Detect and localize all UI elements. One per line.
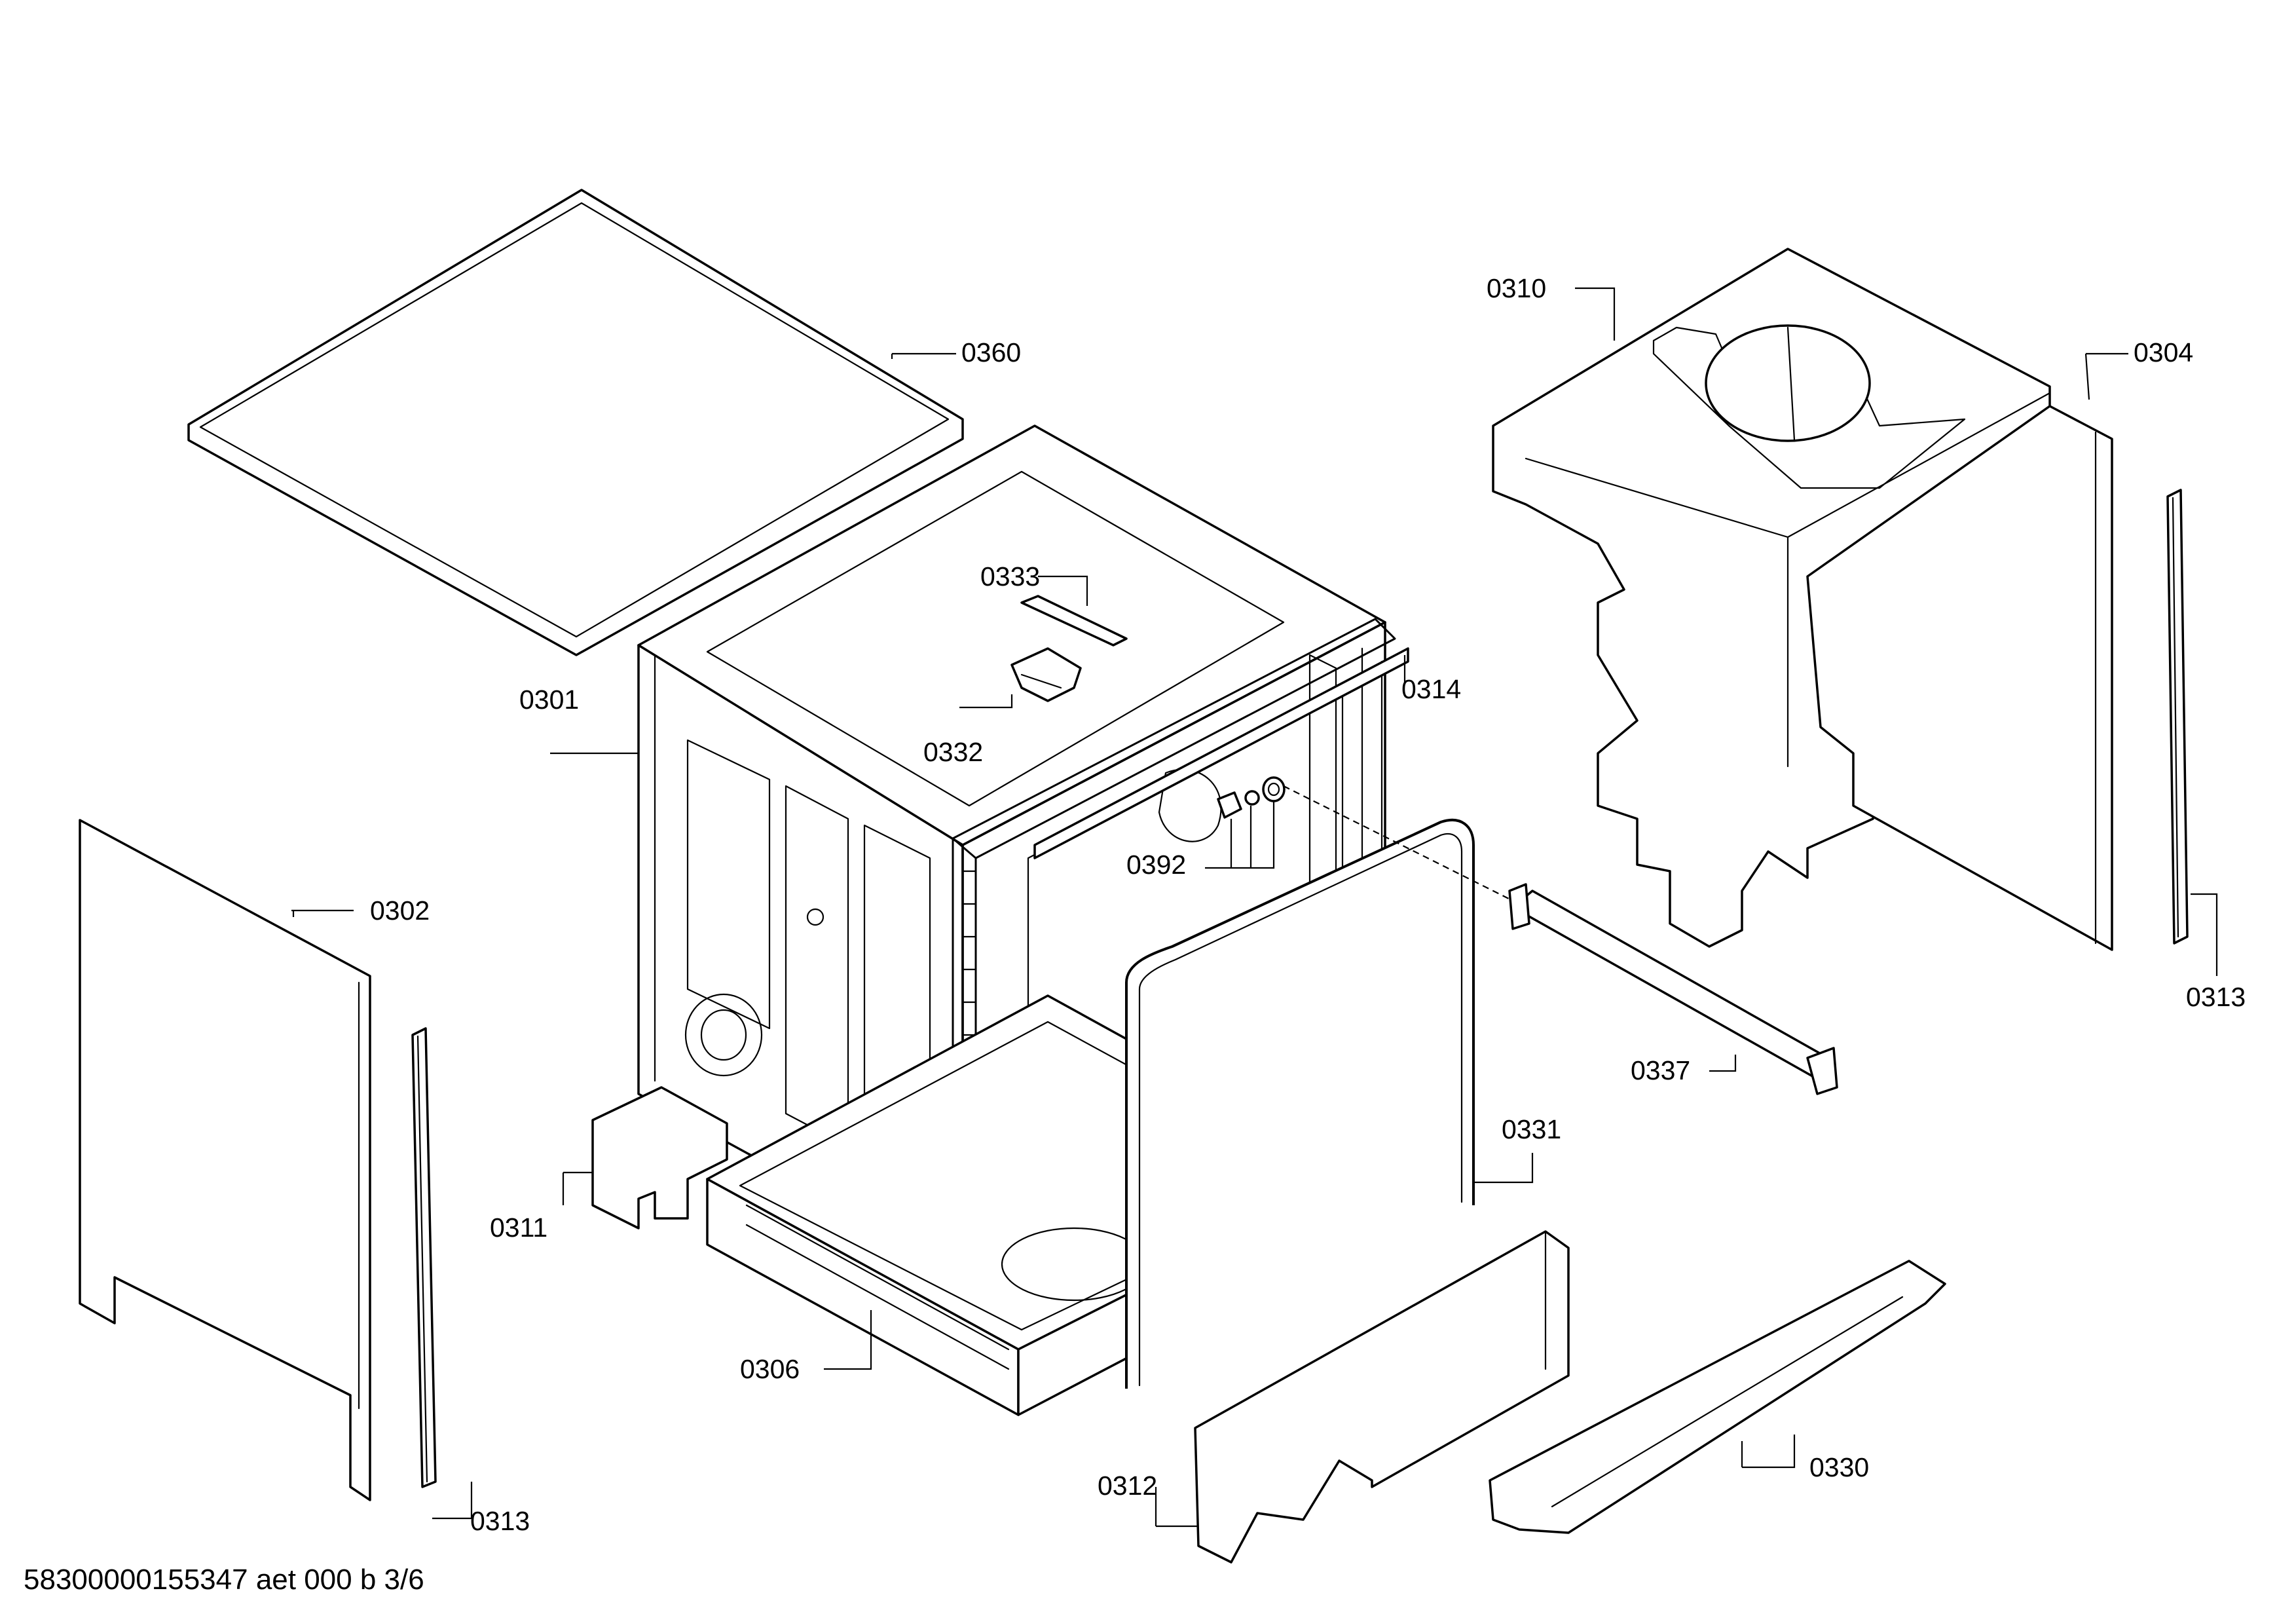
- label-0337: 0337: [1631, 1055, 1690, 1085]
- label-0392: 0392: [1126, 850, 1186, 880]
- part-0304-back-panel[interactable]: [1806, 405, 2113, 951]
- label-0313-left: 0313: [470, 1506, 530, 1536]
- part-0312-front-insulation[interactable]: [1194, 1230, 1570, 1564]
- label-0304: 0304: [2134, 337, 2193, 367]
- part-0333-bracket[interactable]: [1020, 595, 1128, 647]
- part-0330-plinth[interactable]: [1489, 1260, 1946, 1534]
- part-0314-seal-bar[interactable]: [1033, 647, 1409, 859]
- part-0331-seal-tube[interactable]: [1125, 818, 1475, 1389]
- label-0313-right: 0313: [2186, 982, 2246, 1012]
- label-0332: 0332: [923, 737, 983, 767]
- part-0360-top-cover[interactable]: [187, 189, 964, 656]
- label-0333: 0333: [980, 561, 1040, 591]
- label-0311: 0311: [490, 1212, 547, 1243]
- part-0337-rail-bar[interactable]: [1283, 785, 1838, 1095]
- part-0332-latch[interactable]: [1010, 647, 1082, 702]
- part-0313-right-strip[interactable]: [2166, 489, 2189, 945]
- label-0360: 0360: [961, 337, 1021, 367]
- label-0312: 0312: [1098, 1471, 1157, 1501]
- part-labels: 0360 0301 0310 0304 0313 0333 0332 0314 …: [370, 273, 2246, 1536]
- part-0392-screw-set[interactable]: [1217, 776, 1286, 819]
- label-0302: 0302: [370, 895, 430, 926]
- leader-lines: [291, 287, 2218, 1528]
- part-0313-left-strip[interactable]: [411, 1027, 437, 1488]
- label-0310: 0310: [1487, 273, 1546, 303]
- part-0302-side-panel[interactable]: [79, 819, 371, 1501]
- label-0301: 0301: [519, 685, 579, 715]
- label-0306: 0306: [740, 1354, 800, 1384]
- label-0330: 0330: [1809, 1452, 1869, 1482]
- part-0311-insulation-block[interactable]: [591, 1086, 728, 1229]
- drawing-code: 58300000155347 aet 000 b 3/6: [24, 1564, 424, 1596]
- part-0310-insulation[interactable]: [1492, 248, 2051, 948]
- label-0331: 0331: [1502, 1114, 1561, 1144]
- label-0314: 0314: [1401, 674, 1461, 704]
